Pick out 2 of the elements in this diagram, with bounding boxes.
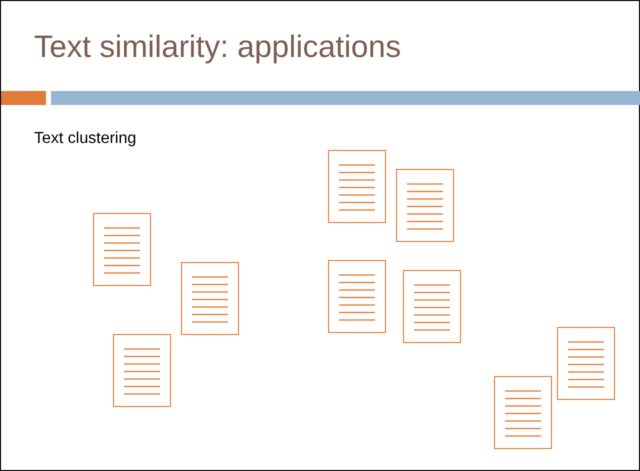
slide-title: Text similarity: applications <box>34 29 401 65</box>
section-heading: Text clustering <box>34 130 136 148</box>
